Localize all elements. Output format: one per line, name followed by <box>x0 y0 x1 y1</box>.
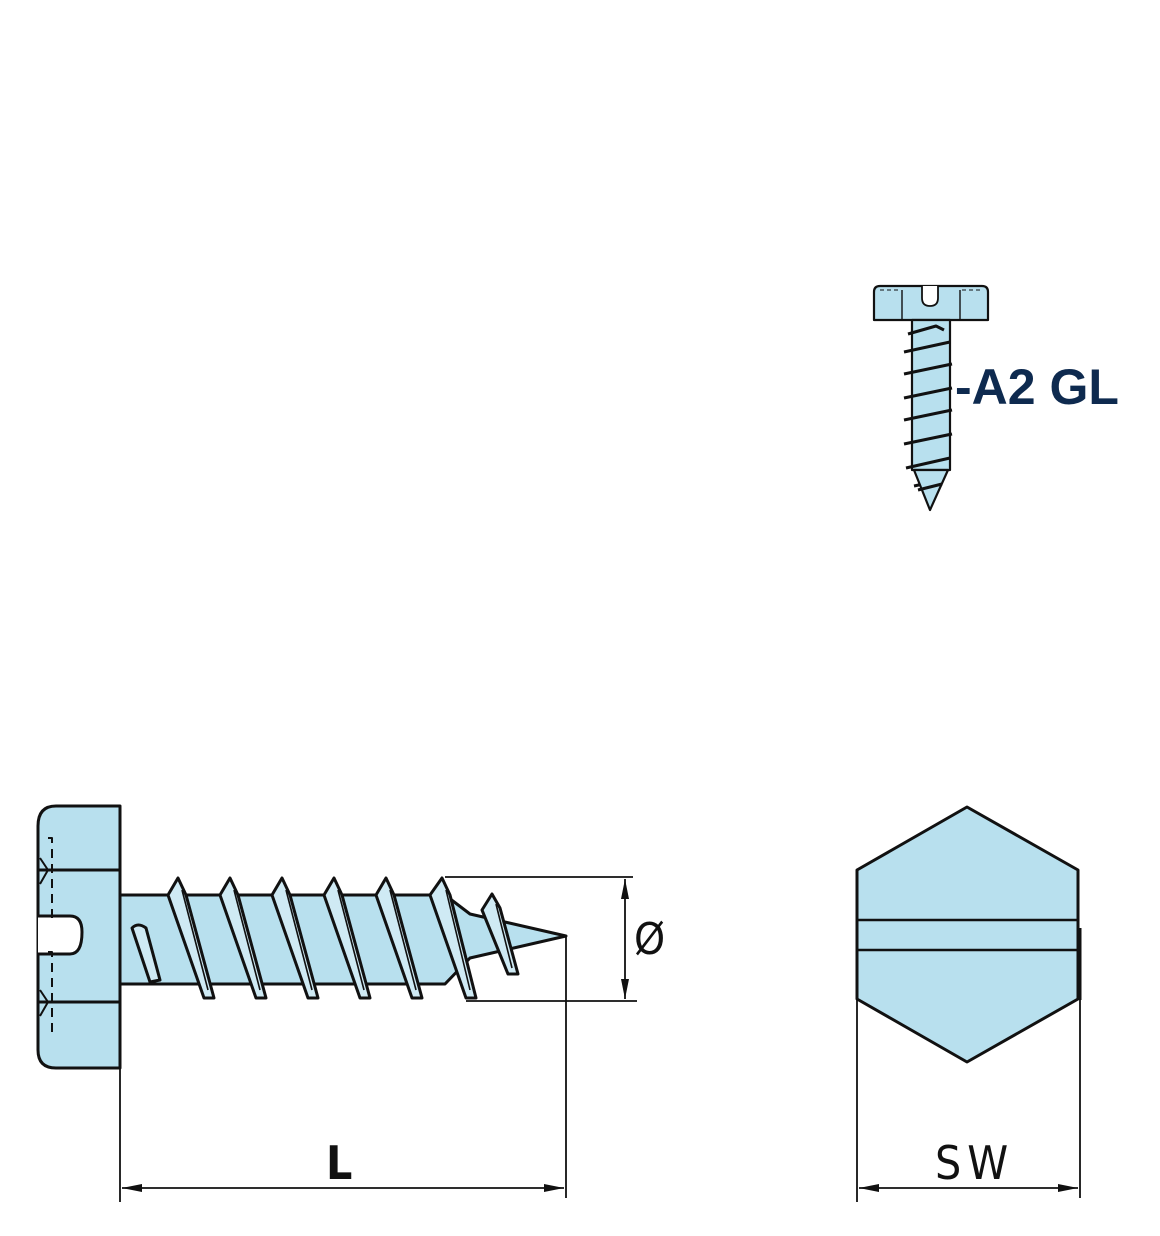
dimension-lines-top <box>856 999 1081 1202</box>
length-dimension-label: L <box>326 1136 353 1190</box>
dimension-lines-side <box>119 876 637 1202</box>
thumbnail-screw-icon <box>872 284 990 512</box>
width-across-flats-label: SW <box>935 1136 1015 1190</box>
side-view-screw <box>36 804 568 1070</box>
diameter-dimension-label: Ø <box>634 914 666 965</box>
product-code-label: -A2 GL <box>955 359 1119 415</box>
top-view-hex-head <box>855 805 1082 1064</box>
